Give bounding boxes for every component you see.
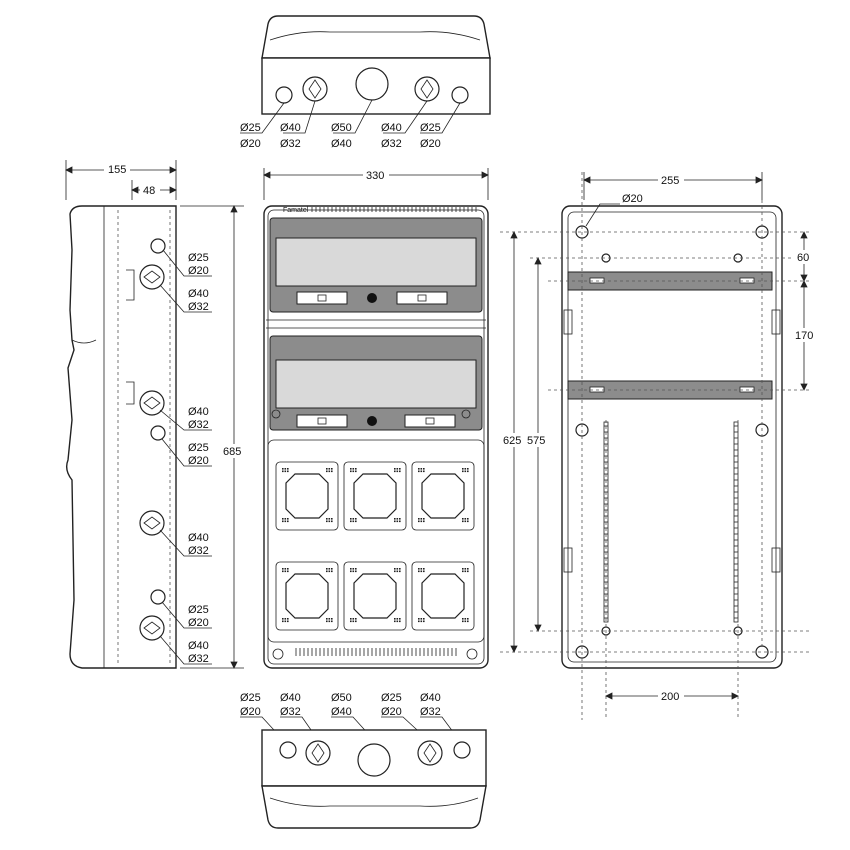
window-1-glass bbox=[275, 237, 477, 287]
label-side-4a: Ø25 bbox=[188, 442, 209, 454]
label-bottom-2b: Ø32 bbox=[280, 706, 301, 718]
side-gland-40-icon bbox=[139, 510, 165, 536]
gland-40-icon bbox=[305, 740, 331, 766]
dim-back-200: 200 bbox=[661, 691, 679, 703]
label-top-2b: Ø32 bbox=[280, 138, 301, 150]
label-side-3b: Ø32 bbox=[188, 419, 209, 431]
label-side-3a: Ø40 bbox=[188, 406, 209, 418]
gland-25-icon bbox=[279, 741, 297, 759]
back-view bbox=[500, 172, 820, 720]
label-top-2a: Ø40 bbox=[280, 122, 301, 134]
label-side-6a: Ø25 bbox=[188, 604, 209, 616]
front-view-body bbox=[263, 205, 489, 669]
label-bottom-3b: Ø40 bbox=[331, 706, 352, 718]
lock-icon bbox=[367, 293, 377, 303]
gland-25-icon bbox=[453, 741, 471, 759]
side-gland-25-icon bbox=[150, 238, 166, 254]
label-side-7b: Ø32 bbox=[188, 653, 209, 665]
socket-outlet-icon bbox=[411, 461, 475, 531]
label-top-1b: Ø20 bbox=[240, 138, 261, 150]
label-top-4b: Ø32 bbox=[381, 138, 402, 150]
dim-depth: 155 bbox=[108, 164, 126, 176]
bottom-view-body bbox=[261, 729, 487, 787]
brand-logo: Famatel bbox=[283, 207, 309, 214]
label-bottom-3a: Ø50 bbox=[331, 692, 352, 704]
label-side-2b: Ø32 bbox=[188, 301, 209, 313]
label-bottom-1b: Ø20 bbox=[240, 706, 261, 718]
label-bottom-4b: Ø20 bbox=[381, 706, 402, 718]
socket-outlet-icon bbox=[343, 561, 407, 631]
label-side-4b: Ø20 bbox=[188, 455, 209, 467]
front-view-labels: 330 Famatel bbox=[283, 170, 384, 214]
dim-back-575: 575 bbox=[527, 435, 545, 447]
lock-icon bbox=[367, 416, 377, 426]
back-view-labels: 255 Ø20 60 170 625 575 200 bbox=[503, 175, 813, 703]
side-gland-25-icon bbox=[150, 425, 166, 441]
dim-back-170: 170 bbox=[795, 330, 813, 342]
label-top-3b: Ø40 bbox=[331, 138, 352, 150]
label-side-5a: Ø40 bbox=[188, 532, 209, 544]
top-view-lid bbox=[261, 15, 491, 59]
screw-icon bbox=[272, 648, 284, 660]
dim-offset: 48 bbox=[143, 185, 155, 197]
side-view-body bbox=[65, 205, 177, 669]
front-view bbox=[263, 168, 489, 669]
label-bottom-4a: Ø25 bbox=[381, 692, 402, 704]
top-view bbox=[240, 15, 491, 134]
label-back-hole: Ø20 bbox=[622, 193, 643, 205]
bottom-view-labels: Ø25 Ø20 Ø40 Ø32 Ø50 Ø40 Ø25 Ø20 Ø40 Ø32 bbox=[240, 692, 441, 718]
label-bottom-5a: Ø40 bbox=[420, 692, 441, 704]
label-side-6b: Ø20 bbox=[188, 617, 209, 629]
window-2-glass bbox=[275, 359, 477, 409]
dim-back-width: 255 bbox=[661, 175, 679, 187]
label-top-1a: Ø25 bbox=[240, 122, 261, 134]
dim-front-width: 330 bbox=[366, 170, 384, 182]
label-top-5b: Ø20 bbox=[420, 138, 441, 150]
label-top-5a: Ø25 bbox=[420, 122, 441, 134]
label-top-3a: Ø50 bbox=[331, 122, 352, 134]
label-side-7a: Ø40 bbox=[188, 640, 209, 652]
socket-outlet-icon bbox=[411, 561, 475, 631]
label-bottom-2a: Ø40 bbox=[280, 692, 301, 704]
top-view-labels: Ø25 Ø20 Ø40 Ø32 Ø50 Ø40 Ø40 Ø32 Ø25 Ø20 bbox=[240, 122, 441, 150]
side-view bbox=[65, 160, 246, 669]
side-view-labels: 155 48 685 Ø25 Ø20 Ø40 Ø32 Ø40 Ø32 Ø25 Ø… bbox=[104, 162, 241, 665]
gland-50-icon bbox=[357, 743, 391, 777]
label-side-1a: Ø25 bbox=[188, 252, 209, 264]
label-top-4a: Ø40 bbox=[381, 122, 402, 134]
side-gland-25-icon bbox=[150, 589, 166, 605]
back-view-body bbox=[561, 205, 783, 669]
dim-height: 685 bbox=[223, 446, 241, 458]
gland-40-icon bbox=[417, 740, 443, 766]
socket-outlet-icon bbox=[275, 461, 339, 531]
bottom-view-lid bbox=[261, 785, 487, 829]
label-side-1b: Ø20 bbox=[188, 265, 209, 277]
socket-outlet-icon bbox=[275, 561, 339, 631]
socket-panel bbox=[267, 439, 485, 643]
bottom-view bbox=[240, 716, 487, 829]
label-bottom-5b: Ø32 bbox=[420, 706, 441, 718]
dim-back-625: 625 bbox=[503, 435, 521, 447]
label-side-2a: Ø40 bbox=[188, 288, 209, 300]
socket-outlet-icon bbox=[343, 461, 407, 531]
screw-icon bbox=[466, 648, 478, 660]
dim-back-60: 60 bbox=[797, 252, 809, 264]
top-view-body bbox=[261, 57, 491, 115]
side-gland-40-icon bbox=[139, 264, 165, 290]
label-bottom-1a: Ø25 bbox=[240, 692, 261, 704]
side-gland-40-icon bbox=[139, 390, 165, 416]
side-gland-40-icon bbox=[139, 615, 165, 641]
label-side-5b: Ø32 bbox=[188, 545, 209, 557]
